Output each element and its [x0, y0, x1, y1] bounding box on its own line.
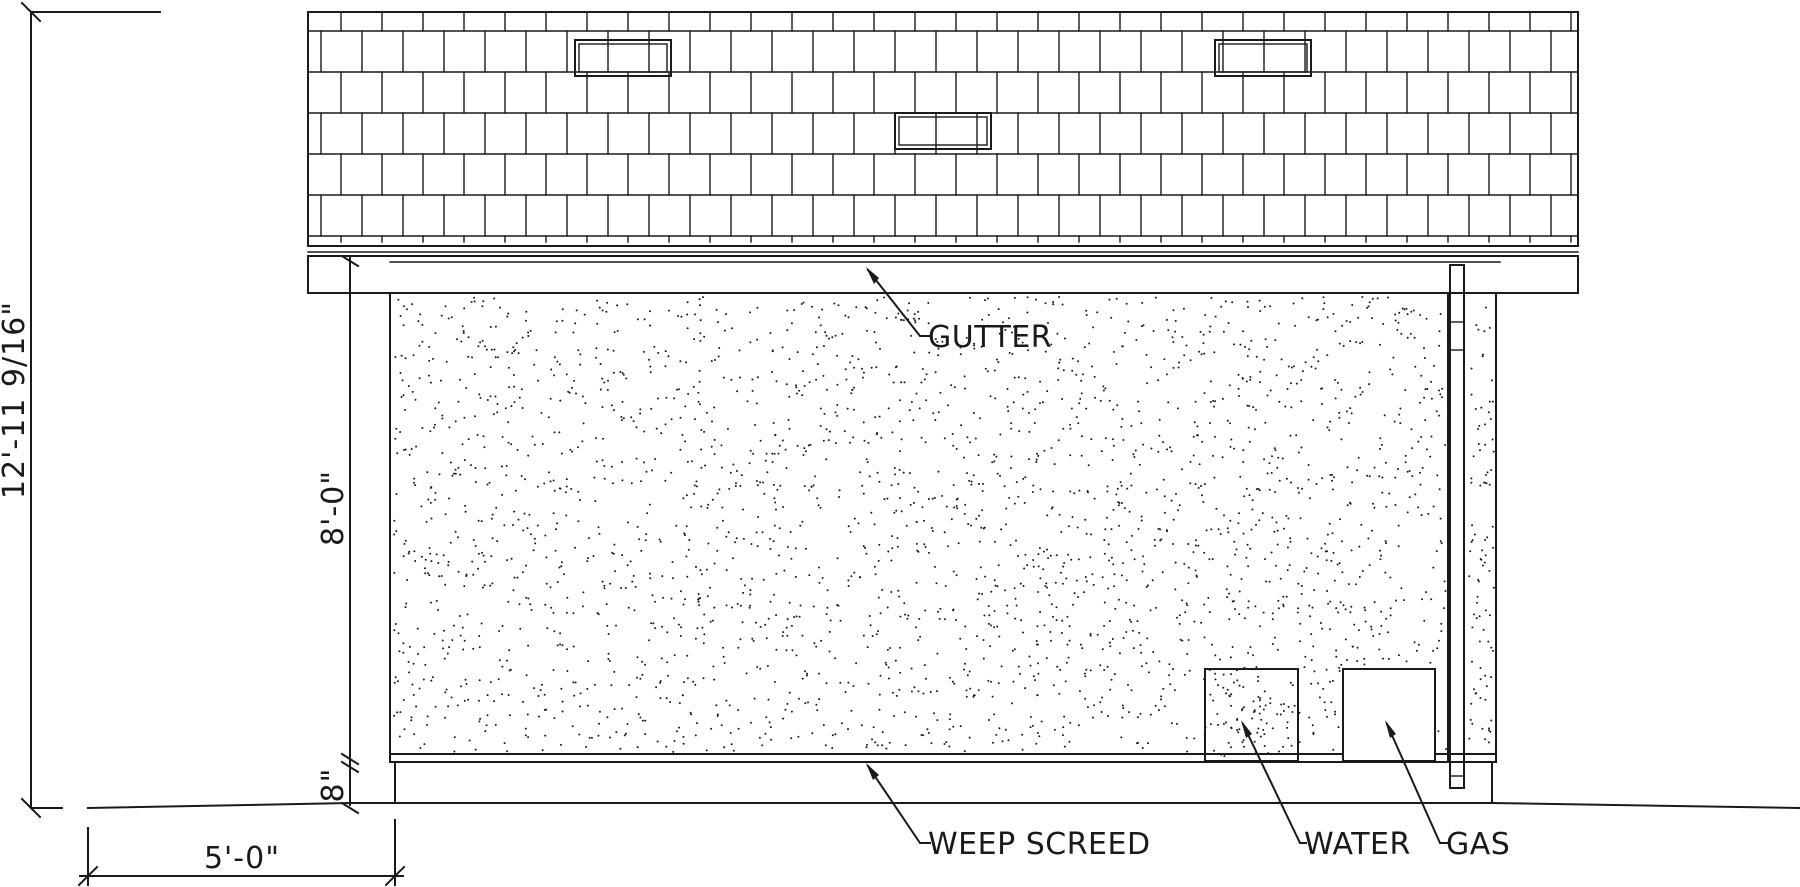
roof-vent-left-inner [578, 43, 668, 73]
gutter [307, 255, 1579, 294]
roof-vent-center-inner [898, 116, 988, 146]
gutter-label: GUTTER [928, 320, 1052, 355]
gutter-leader: GUTTER [866, 267, 1052, 355]
shingle-grid [307, 11, 1579, 243]
overall-height-label: 12'-11 9/16" [0, 301, 32, 499]
weep-screed [389, 753, 1497, 804]
gas-label: GAS [1446, 827, 1510, 862]
offset-dimension: 5'-0" [77, 819, 406, 887]
roof-vent-right-inner [1218, 43, 1308, 73]
roof-vent-right [1214, 39, 1312, 77]
offset-label: 5'-0" [204, 841, 280, 876]
gas-box [1342, 668, 1436, 762]
stucco-texture [393, 296, 1495, 753]
base-height-label: 8" [316, 768, 351, 803]
gas-leader: GAS [1385, 720, 1510, 862]
roof-vent-center [894, 112, 992, 150]
water-leader: WATER [1241, 720, 1411, 862]
water-box [1204, 668, 1299, 762]
roof-vent-left [574, 39, 672, 77]
wall-height-label: 8'-0" [316, 470, 351, 546]
water-label: WATER [1304, 827, 1411, 862]
downspout [1449, 264, 1465, 789]
overall-height-dimension: 12'-11 9/16" [0, 1, 161, 819]
wall [349, 292, 1497, 806]
roof-shingles [307, 11, 1579, 247]
weep-screed-label: WEEP SCREED [928, 827, 1151, 862]
wall-height-dimension: 8'-0" 8" [316, 254, 360, 815]
gutter-band [307, 245, 1579, 294]
ground-line [86, 802, 1800, 810]
weep-screed-leader: WEEP SCREED [866, 763, 1151, 862]
